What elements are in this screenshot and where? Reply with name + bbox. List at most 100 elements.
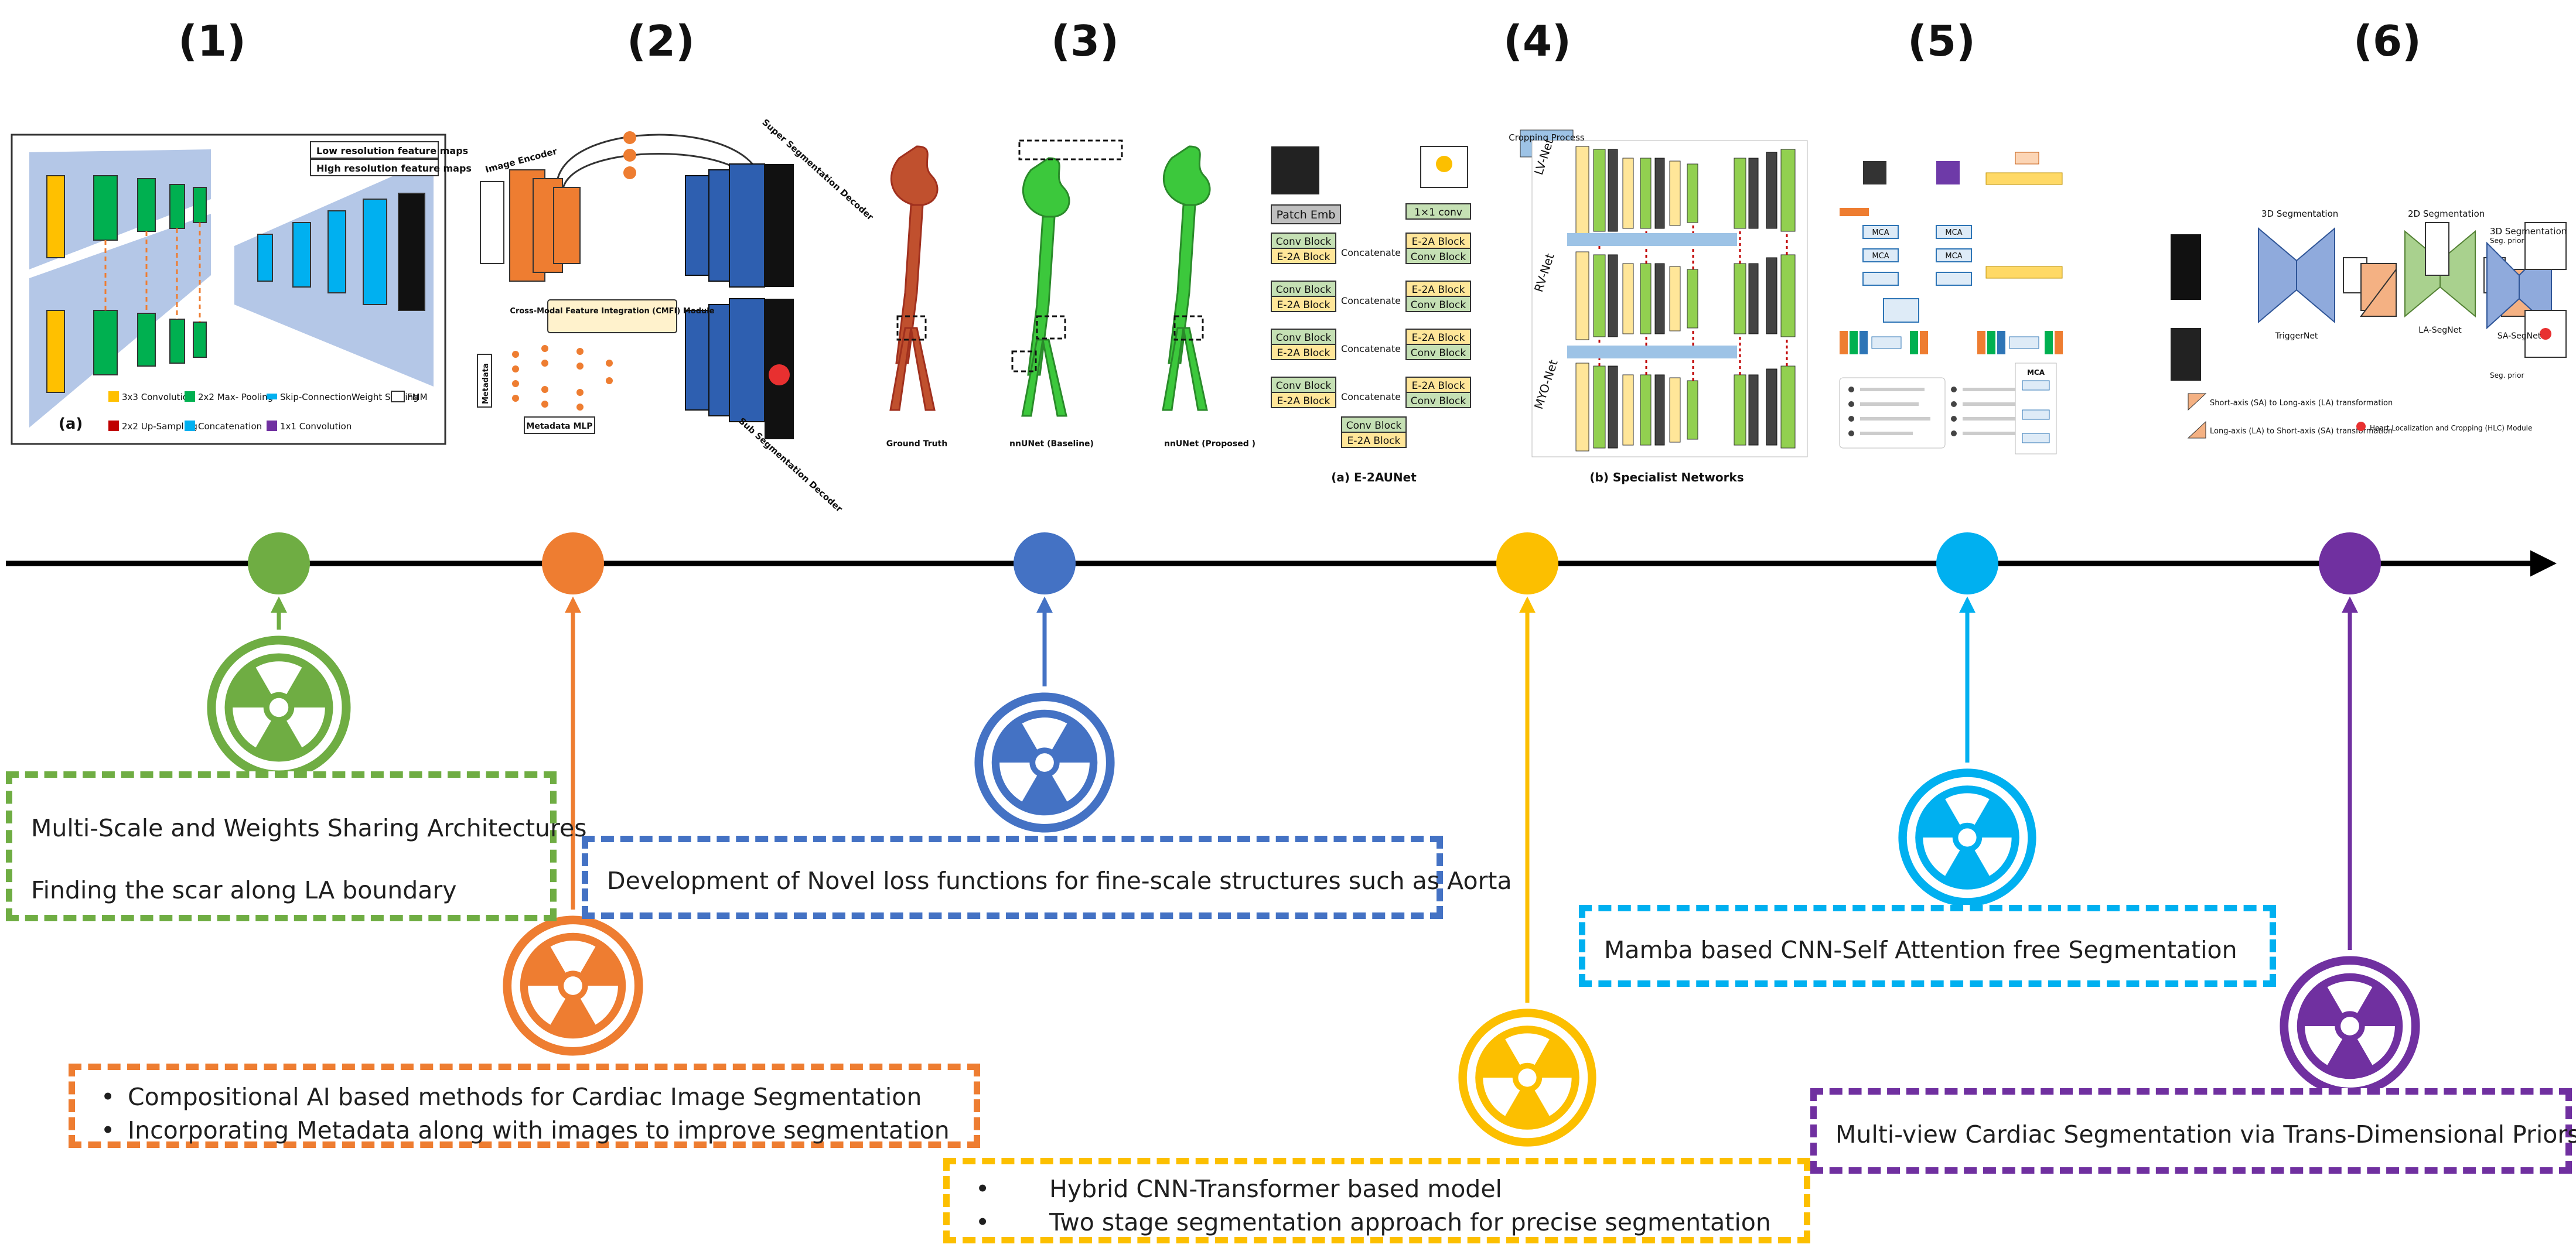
panel-a-label: (a) [59,415,83,433]
radiation-trefoil-icon [1903,773,2032,903]
thumbnail-e2aunet: Patch Emb Conv Block E-2A Block Conv Blo… [1271,129,1808,484]
stage2-bullet: Incorporating Metadata along with images… [87,1114,974,1147]
aorta-caption: nnUNet (Baseline) [1009,439,1094,449]
stage-number: (6) [2353,16,2421,66]
seg-prior-label: Seg. prior [2490,371,2524,380]
e2a-block-label: E-2A Block [1277,395,1330,407]
cmfi-label: Cross-Modal Feature Integration (CMFI) M… [510,307,714,316]
e2a-block-label: E-2A Block [1412,380,1465,392]
stage5-textbox: Mamba based CNN-Self Attention free Segm… [1579,905,2276,987]
feature-high-label: High resolution feature maps [316,163,472,174]
thumbnail-multiscale-network: Low resolution feature maps High resolut… [11,134,472,445]
decoder-blocks [257,193,425,311]
stage4-bullet: Two stage segmentation approach for prec… [961,1206,1804,1239]
conv-block-label: Conv Block [1276,236,1332,248]
legend-label: Short-axis (SA) to Long-axis (LA) transf… [2210,399,2393,408]
stage-number: (1) [178,16,246,66]
conv-block-label: Conv Block [1411,347,1466,359]
encoder-stack: Conv Block E-2A Block Conv Block E-2A Bl… [1271,233,1336,408]
concatenate-label: Concatenate [1341,295,1401,306]
e2a-block-label: E-2A Block [1277,251,1330,263]
stage-number: (5) [1908,16,1975,66]
seg2d-label: 2D Segmentation [2408,208,2485,219]
stage2-bullet: Compositional AI based methods for Cardi… [87,1081,974,1114]
milestone-dot [1014,532,1076,594]
milestone-dot [248,532,310,594]
radiation-trefoil-icon [979,697,1110,828]
stage-number: (2) [627,16,695,66]
sa-segnet-label: SA-SegNet [2497,331,2541,341]
thumbnail-aorta-results: Ground Truth nnUNet (Baseline) nnUNet (P… [886,139,1255,449]
legend-label: Skip-Connection [280,392,352,402]
metadata-label: Metadata [482,363,490,404]
conv-block-label: Conv Block [1411,251,1466,263]
e2a-block-label: E-2A Block [1347,435,1401,447]
legend-label: FMM [407,392,428,402]
aorta-ground-truth [889,145,939,411]
patch-emb-label: Patch Emb [1277,208,1336,221]
legend-label: 2x2 Up-Sampling [122,421,197,432]
legend-label: 2x2 Max- Pooling [198,392,273,402]
stage-number: (4) [1503,16,1571,66]
stage3-textbox: Development of Novel loss functions for … [582,836,1512,919]
radiation-trefoil-icon [1463,1013,1592,1143]
radiation-trefoil-icon [2284,961,2415,1092]
radiation-trefoil-icon [507,920,639,1051]
triggernet-label: TriggerNet [2275,331,2318,341]
e2aunet-caption: (a) E-2AUNet [1331,470,1417,484]
aorta-proposed [1162,145,1211,411]
legend-label: 1x1 Convolution [280,421,352,432]
stage1-line2: Finding the scar along LA boundary [31,876,457,904]
thumbnail-mamba: MCA MCA MCA MCA MCA [1839,152,2063,454]
aorta-caption: nnUNet (Proposed ) [1164,439,1255,449]
stage1-line1: Multi-Scale and Weights Sharing Architec… [31,814,587,842]
mca-label: MCA [1872,252,1889,261]
timeline-milestones [6,532,2557,1143]
legend-label: Concatenation [198,421,262,432]
milestone-dot [1936,532,1998,594]
conv-block-label: Conv Block [1411,299,1466,311]
mca-label: MCA [2027,368,2045,377]
stage-number: (3) [1051,16,1119,66]
milestone-dot [2319,532,2381,594]
stage4-textbox: Hybrid CNN-Transformer based model Two s… [943,1158,1810,1243]
conv-block-label: Conv Block [1276,380,1332,392]
specialist-networks: LV-Net RV-Net MYO-Net [1531,136,1808,457]
legend-label: 3x3 Convolution [122,392,193,402]
thumbnail-compositional-ai: Cross-Modal Feature Integration (CMFI) M… [477,117,876,514]
metadata-mlp-dots [512,345,613,411]
concatenate-label: Concatenate [1341,343,1401,354]
e2a-block-label: E-2A Block [1277,347,1330,359]
conv-block-label: Conv Block [1346,420,1402,432]
stage3-line1: Development of Novel loss functions for … [607,867,1512,895]
seg-prior-label: Seg. prior [2490,237,2524,245]
conv-block-label: Conv Block [1276,332,1332,344]
stage6-line1: Multi-view Cardiac Segmentation via Tran… [1835,1120,2576,1149]
e2a-block-label: E-2A Block [1412,332,1465,344]
conv1x1-label: 1×1 conv [1414,207,1462,218]
seg3d-label: 3D Segmentation [2490,226,2567,237]
e2a-block-label: E-2A Block [1412,236,1465,248]
seg3d-label: 3D Segmentation [2261,208,2338,219]
radiation-trefoil-icon [211,640,346,775]
e2a-block-label: E-2A Block [1277,299,1330,311]
mca-label: MCA [1872,228,1889,237]
concatenate-label: Concatenate [1341,391,1401,402]
milestone-dot [1496,532,1558,594]
aorta-baseline [1021,157,1070,417]
specialist-caption: (b) Specialist Networks [1589,470,1744,484]
aorta-caption: Ground Truth [886,439,947,449]
encoder-blocks-top [46,175,207,258]
mamba-blocks-row-1 [1840,331,2063,354]
legend-label: Long-axis (LA) to Short-axis (SA) transf… [2210,427,2393,436]
e2a-block-label: E-2A Block [1412,284,1465,296]
stage5-line1: Mamba based CNN-Self Attention free Segm… [1604,936,2237,964]
metadata-mlp-label: Metadata MLP [526,422,592,431]
mca-label: MCA [1945,252,1962,261]
legend-label: Heart Localization and Cropping (HLC) Mo… [2370,424,2532,432]
encoder-blocks-bottom [46,310,207,393]
feature-low-label: Low resolution feature maps [316,145,468,156]
stage1-textbox: Multi-Scale and Weights Sharing Architec… [6,771,587,921]
concatenate-label: Concatenate [1341,247,1401,258]
